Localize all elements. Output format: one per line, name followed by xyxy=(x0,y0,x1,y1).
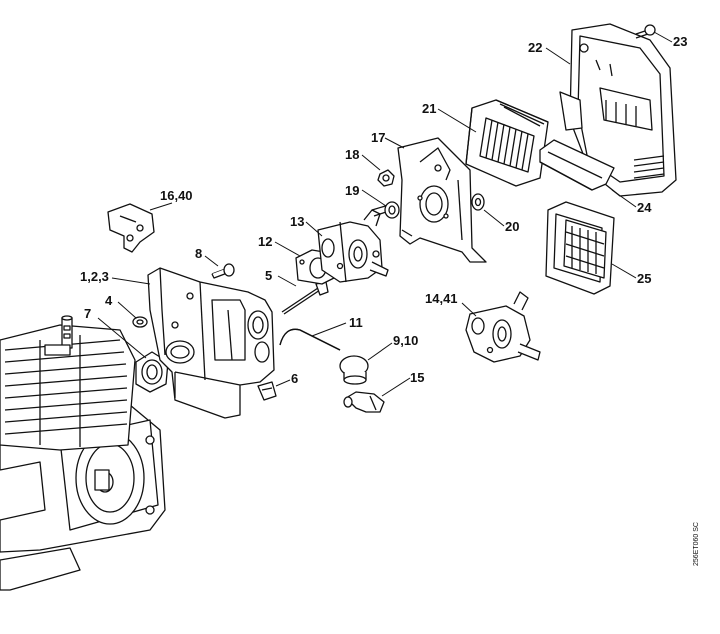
carburetor-14-41 xyxy=(465,291,541,363)
callout-6: 6 xyxy=(291,371,298,386)
callout-8: 8 xyxy=(195,246,202,261)
tray-24 xyxy=(539,139,615,191)
callout-18: 18 xyxy=(345,147,359,162)
engine-cylinder-crankcase xyxy=(0,315,166,591)
callout-14-41: 14,41 xyxy=(425,291,458,306)
choke-knob-15 xyxy=(343,391,385,413)
leader-lines xyxy=(97,31,673,397)
callout-7: 7 xyxy=(84,306,91,321)
prefilter-25 xyxy=(545,201,615,295)
fuel-hose-11 xyxy=(279,328,341,351)
nut-4 xyxy=(132,316,148,328)
clip-6 xyxy=(257,381,277,401)
callout-19: 19 xyxy=(345,183,359,198)
screw-23 xyxy=(635,24,656,39)
primer-bulb-9-10 xyxy=(339,355,369,385)
callout-15: 15 xyxy=(410,370,424,385)
carburetor-box-1-2-3 xyxy=(147,267,275,419)
callout-9-10: 9,10 xyxy=(393,333,418,348)
callout-5: 5 xyxy=(265,268,272,283)
carburetor-13 xyxy=(317,209,389,283)
diagram-code: 256ET060 SC xyxy=(693,522,700,566)
callout-4: 4 xyxy=(105,293,113,308)
callout-20: 20 xyxy=(505,219,519,234)
intake-manifold-7 xyxy=(135,351,169,393)
callout-24: 24 xyxy=(637,200,652,215)
screw-8 xyxy=(211,263,235,279)
callout-labels: 1,2,3 4 7 8 5 6 11 9,10 15 12 13 16,40 1… xyxy=(80,34,687,386)
spacer-19 xyxy=(371,201,400,219)
callout-25: 25 xyxy=(637,271,651,286)
nut-20 xyxy=(471,193,485,211)
callout-17: 17 xyxy=(371,130,385,145)
filter-cover-22 xyxy=(559,23,677,197)
callout-21: 21 xyxy=(422,101,436,116)
callout-16-40: 16,40 xyxy=(160,188,193,203)
air-filter-21 xyxy=(465,99,549,187)
callout-11: 11 xyxy=(349,315,363,330)
callout-1-2-3: 1,2,3 xyxy=(80,269,109,284)
screw-5 xyxy=(281,281,329,315)
nut-18 xyxy=(377,169,395,187)
callout-22: 22 xyxy=(528,40,542,55)
callout-12: 12 xyxy=(258,234,272,249)
callout-23: 23 xyxy=(673,34,687,49)
bracket-16-40 xyxy=(107,203,155,253)
callout-13: 13 xyxy=(290,214,304,229)
baseplate-17 xyxy=(397,137,487,263)
